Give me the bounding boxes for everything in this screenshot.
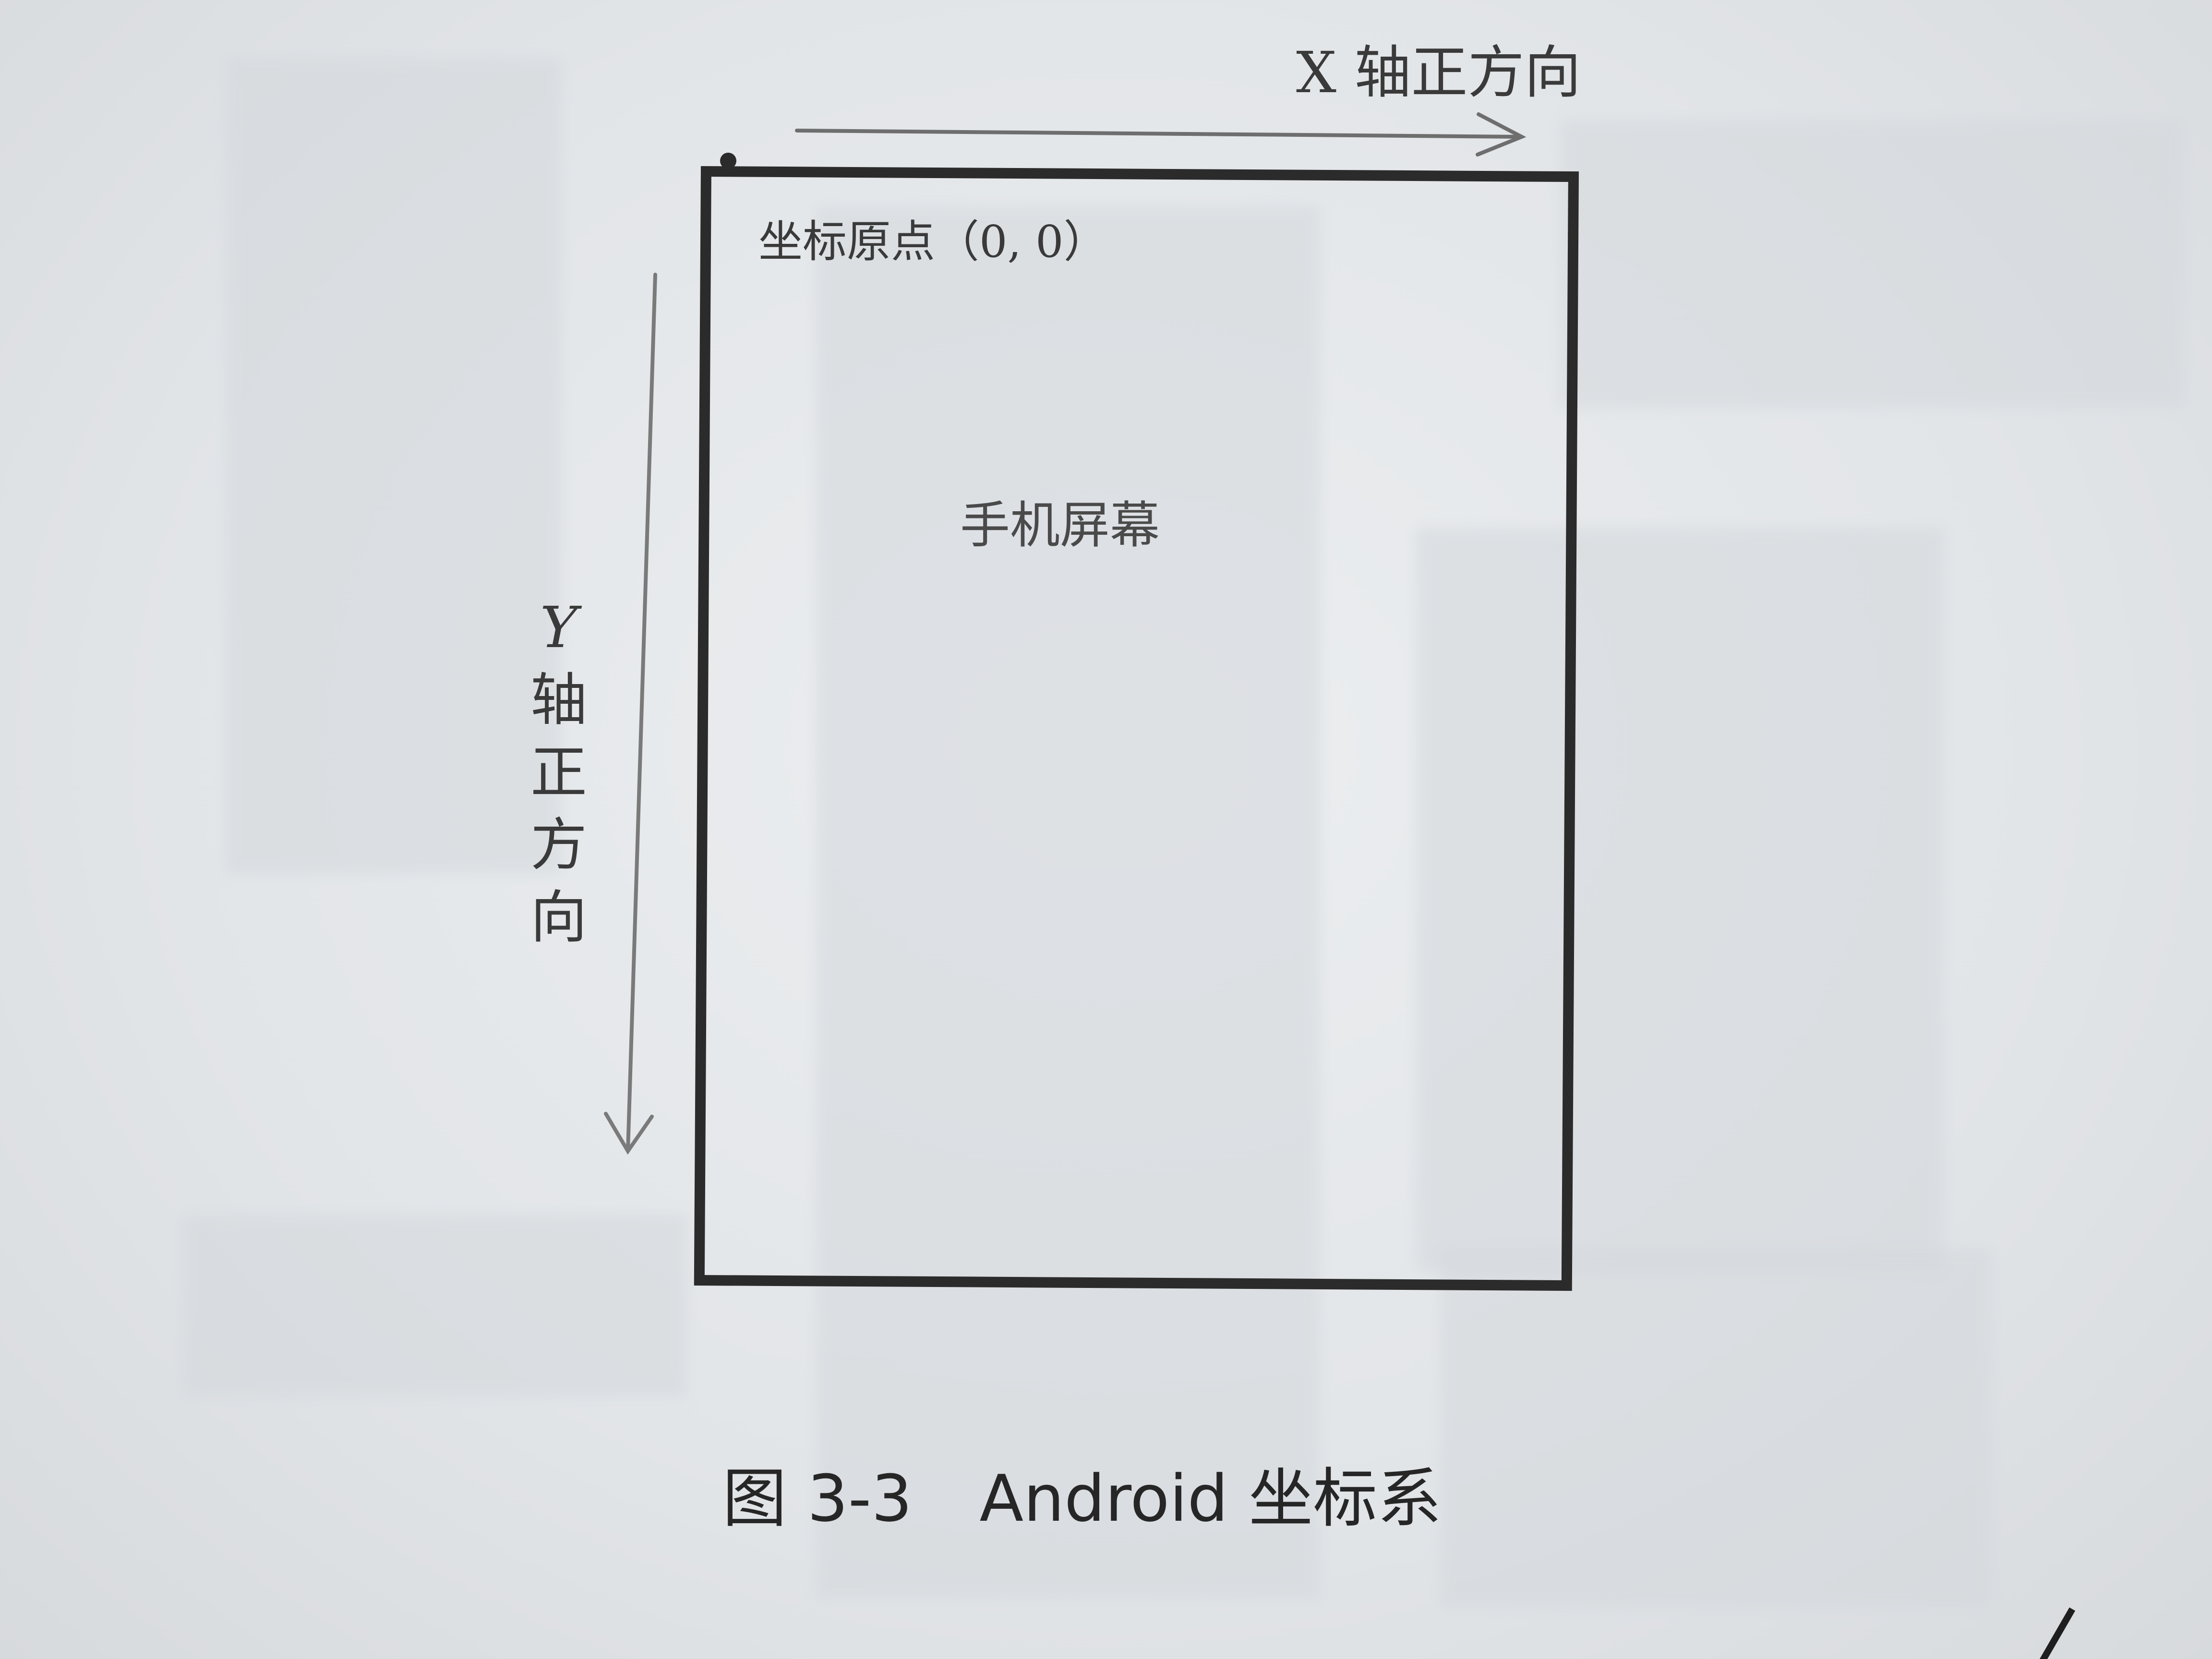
bleed-through-shadow: [1560, 120, 2184, 408]
y-axis-label-char: 轴: [530, 667, 588, 733]
origin-label: 坐标原点（0, 0）: [758, 216, 1108, 267]
y-axis-label-char: Y: [540, 594, 577, 661]
x-axis-arrow: [795, 112, 1527, 156]
bleed-through-shadow: [182, 1214, 686, 1397]
figure-title: Android 坐标系: [979, 1461, 1442, 1536]
y-axis-arrow: [604, 273, 657, 1155]
x-axis-label: X 轴正方向: [1296, 39, 1581, 106]
phone-screen-frame: [694, 166, 1579, 1291]
bleed-through-shadow: [816, 206, 1320, 1599]
bleed-through-shadow: [1416, 528, 1944, 1272]
origin-point: [720, 153, 736, 169]
y-axis-label: Y 轴 正 方 向: [530, 591, 587, 954]
y-axis-label-char: 方: [530, 812, 588, 878]
bleed-through-shadow: [1440, 1248, 1992, 1608]
figure-number: 图 3-3: [722, 1461, 913, 1536]
phone-screen-label: 手机屏幕: [960, 496, 1160, 554]
y-axis-label-char: 向: [530, 884, 588, 951]
y-axis-label-char: 正: [530, 739, 588, 806]
bleed-through-shadow: [226, 58, 562, 874]
